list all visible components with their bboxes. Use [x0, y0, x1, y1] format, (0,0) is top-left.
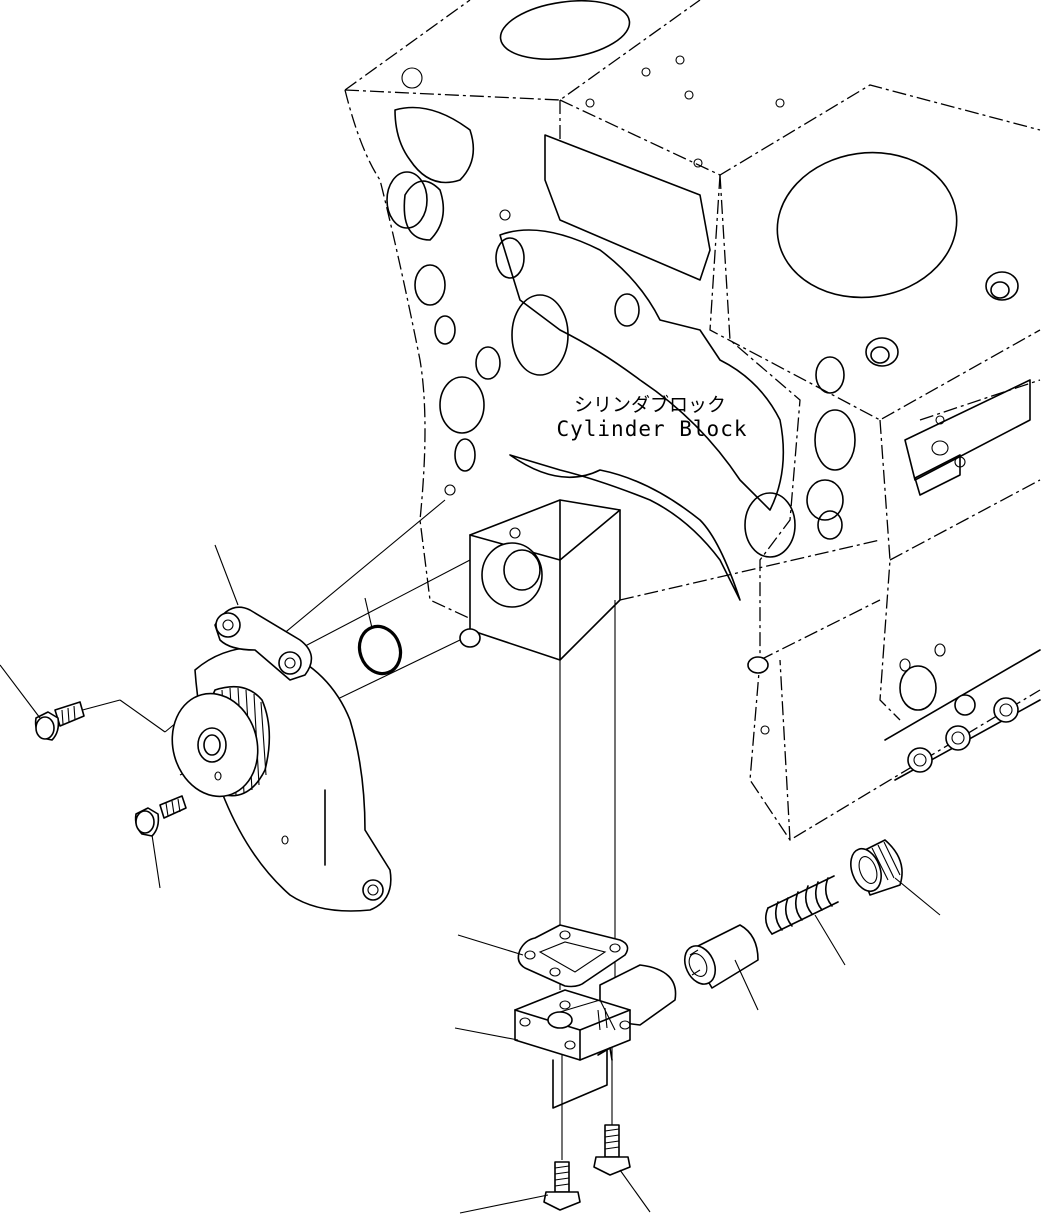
leader-spring: [814, 914, 846, 966]
relief-valve-spring: [764, 875, 839, 935]
oil-pump-assembly: [171, 606, 392, 912]
relief-valve: [683, 924, 759, 989]
cylinder-block-label-en: Cylinder Block: [556, 417, 747, 441]
leader-bolt-upper: [0, 664, 41, 719]
leader-bolt-left: [459, 1194, 549, 1214]
oil-pump-bolt-lower: [134, 795, 187, 837]
cylinder-block-label-jp: シリンダブロック: [574, 393, 726, 416]
relief-valve-body: [514, 964, 677, 1109]
leader-bolt-right: [619, 1169, 651, 1213]
leader-valve: [734, 959, 759, 1011]
pump-mount-boss: [459, 499, 621, 661]
cylinder-block: [344, 0, 1041, 841]
leader-gasket: [457, 934, 524, 956]
strainer-gasket: [517, 924, 629, 988]
leader-bolt-lower: [151, 834, 161, 889]
cylinder-block-label: シリンダブロック Cylinder Block: [556, 393, 747, 441]
leader-plug: [894, 877, 941, 916]
block-boss-1: [985, 271, 1019, 301]
leader-valve-body: [454, 1027, 519, 1041]
valve-body-bolt-right: [593, 1124, 631, 1176]
relief-valve-plug: [850, 839, 903, 896]
oil-pump-bolt-upper: [34, 701, 85, 741]
leader-oil-pump: [214, 544, 239, 606]
valve-body-bolt-left: [543, 1161, 581, 1211]
leader-o-ring: [364, 597, 373, 629]
block-boss-2: [865, 337, 899, 367]
callout-leaders: [0, 544, 941, 1214]
o-ring: [357, 624, 403, 676]
rail-bolts: [907, 694, 1019, 773]
